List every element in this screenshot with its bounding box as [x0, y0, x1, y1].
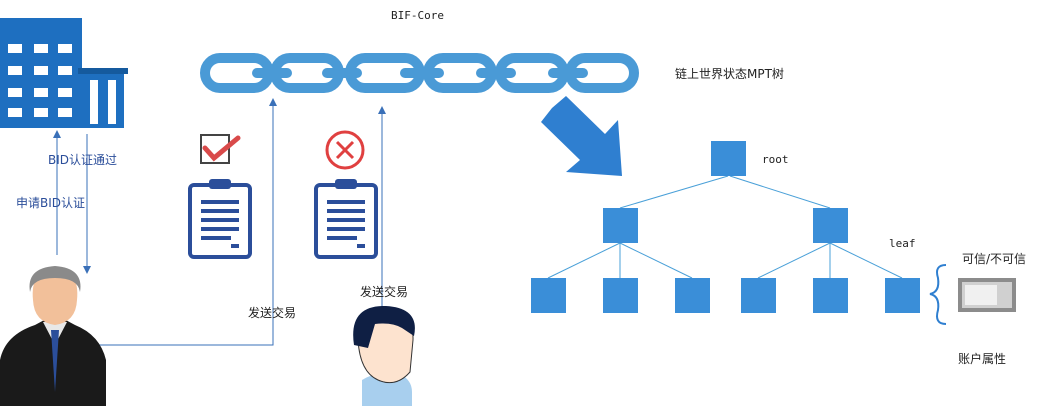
tree-node-leaf [675, 278, 710, 313]
tree-node-leaf [741, 278, 776, 313]
police-building-icon [0, 18, 128, 128]
brace-icon [929, 264, 947, 325]
send-tx-right-label: 发送交易 [360, 285, 409, 299]
chain-title: BIF-Core [391, 9, 444, 22]
tree-node-leaf [603, 278, 638, 313]
leaf-label: leaf [889, 237, 916, 250]
account-card-icon [958, 278, 1016, 312]
businessman-icon [0, 266, 106, 406]
tree-nodes [531, 141, 920, 313]
tree-node-leaf [531, 278, 566, 313]
user-face-icon [353, 305, 415, 406]
police-badge: POLICE [9, 3, 57, 17]
tree-node-root [711, 141, 746, 176]
document-icon [314, 179, 378, 259]
tree-node [603, 208, 638, 243]
down-right-arrow-icon [541, 96, 622, 176]
tree-node [813, 208, 848, 243]
trust-label: 可信/不可信 [962, 252, 1027, 266]
cross-icon [325, 130, 365, 170]
check-icon [200, 134, 241, 164]
account-attr-label: 账户属性 [958, 352, 1007, 366]
chain-caption: 链上世界状态MPT树 [675, 67, 784, 81]
send-tx-left-arrow [95, 98, 277, 346]
root-label: root [762, 153, 789, 166]
tree-node-leaf [885, 278, 920, 313]
bid-passed-label: BID认证通过 [48, 153, 118, 167]
bid-apply-label: 申请BID认证 [16, 196, 86, 210]
tree-edges [547, 175, 903, 279]
chain-link-joints [252, 68, 588, 78]
send-tx-left-label: 发送交易 [248, 306, 297, 320]
document-icon [188, 179, 252, 259]
tree-node-leaf [813, 278, 848, 313]
